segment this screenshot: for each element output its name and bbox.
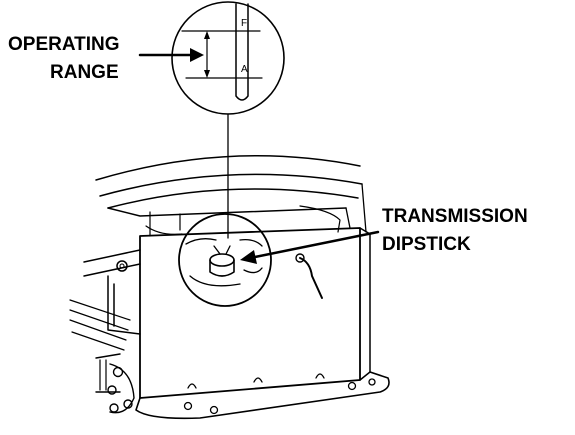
- left-linkage: [69, 249, 141, 414]
- transmission-housing: [95, 155, 390, 420]
- side-lever: [299, 257, 323, 299]
- range-arrow-top: [204, 31, 210, 39]
- dipstick-locator: [178, 213, 272, 307]
- upper-mark-letter: F: [241, 18, 247, 29]
- transmission-dipstick-callout: TRANSMISSION DIPSTICK: [240, 206, 528, 264]
- dipstick-cap: [209, 253, 235, 267]
- lower-mark-letter: A: [241, 64, 248, 75]
- transmission-dipstick-label-line-1: TRANSMISSION: [382, 206, 528, 227]
- operating-range-label-line-1: OPERATING: [8, 34, 120, 55]
- mounting-flange: [135, 371, 390, 420]
- operating-range-arrowhead: [190, 48, 204, 62]
- transmission-dipstick-arrowhead: [240, 250, 257, 264]
- operating-range-label-line-2: RANGE: [50, 62, 119, 83]
- magnified-dipstick-detail: F A: [171, 1, 285, 239]
- transmission-dipstick-pointer: [248, 230, 380, 260]
- operating-range-callout: OPERATING RANGE: [8, 34, 204, 83]
- transmission-dipstick-label-line-2: DIPSTICK: [382, 234, 471, 255]
- range-arrow-bottom: [204, 70, 210, 78]
- dipstick-blade-magnified: [235, 3, 249, 101]
